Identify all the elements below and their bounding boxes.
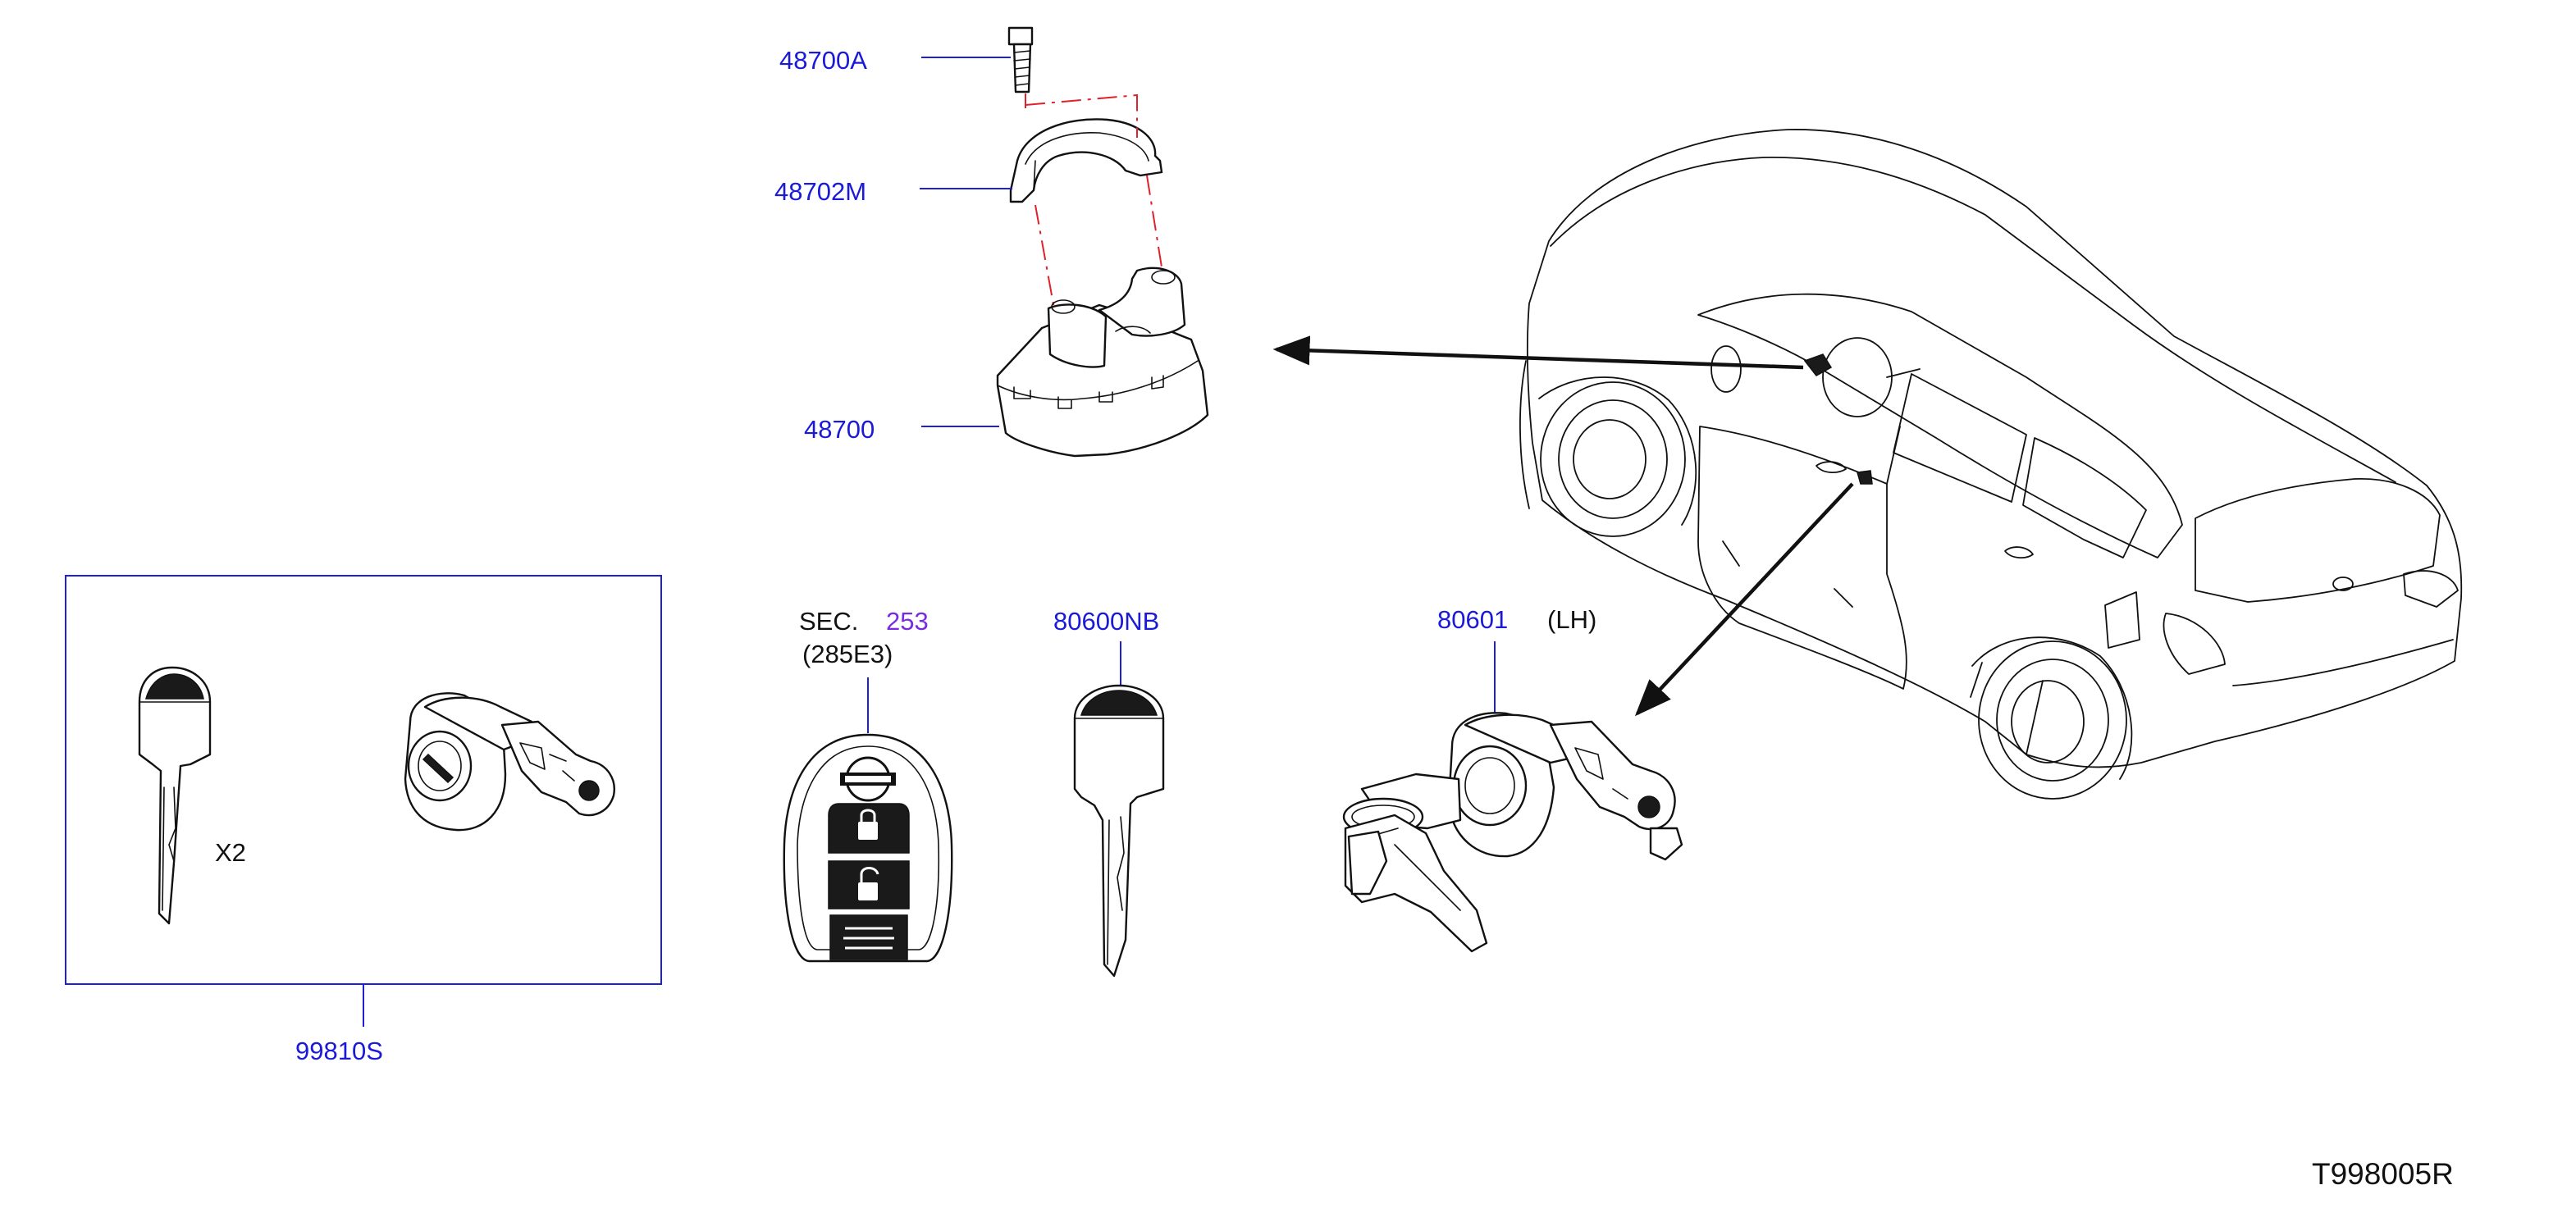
section-prefix: SEC.	[799, 607, 858, 636]
arrow-to-steering-lock	[1272, 335, 1804, 370]
bolt-48700a[interactable]	[1007, 26, 1034, 93]
smart-key-fob[interactable]	[783, 733, 953, 963]
part-label-48700[interactable]: 48700	[804, 415, 875, 444]
dimension-lines	[1025, 93, 1164, 314]
section-reference-link[interactable]: 253	[886, 607, 929, 636]
lock-icon	[858, 809, 878, 840]
part-label-80600nb[interactable]: 80600NB	[1053, 607, 1159, 636]
diagram-code: T998005R	[2312, 1157, 2454, 1191]
part-label-48702m[interactable]: 48702M	[774, 177, 866, 206]
part-label-80601[interactable]: 80601	[1437, 605, 1508, 634]
arrow-to-door-cylinder	[1634, 482, 1854, 717]
clamp-48702m[interactable]	[1009, 118, 1163, 203]
nissan-logo-icon	[840, 756, 896, 802]
part-label-48700a[interactable]: 48700A	[779, 46, 867, 75]
kit-quantity-label: X2	[215, 838, 246, 867]
part-label-99810s[interactable]: 99810S	[295, 1037, 383, 1065]
unlock-icon	[858, 867, 879, 900]
kit-key-blank[interactable]	[138, 666, 212, 925]
key-blank-80600nb[interactable]	[1073, 684, 1165, 978]
section-subcode: (285E3)	[802, 640, 893, 668]
door-cylinder-80601[interactable]	[1342, 712, 1683, 953]
steering-lock-48700[interactable]	[996, 267, 1209, 458]
kit-cylinder[interactable]	[404, 692, 615, 832]
door-side-label: (LH)	[1547, 605, 1596, 634]
vehicle-outline	[1519, 129, 2463, 800]
